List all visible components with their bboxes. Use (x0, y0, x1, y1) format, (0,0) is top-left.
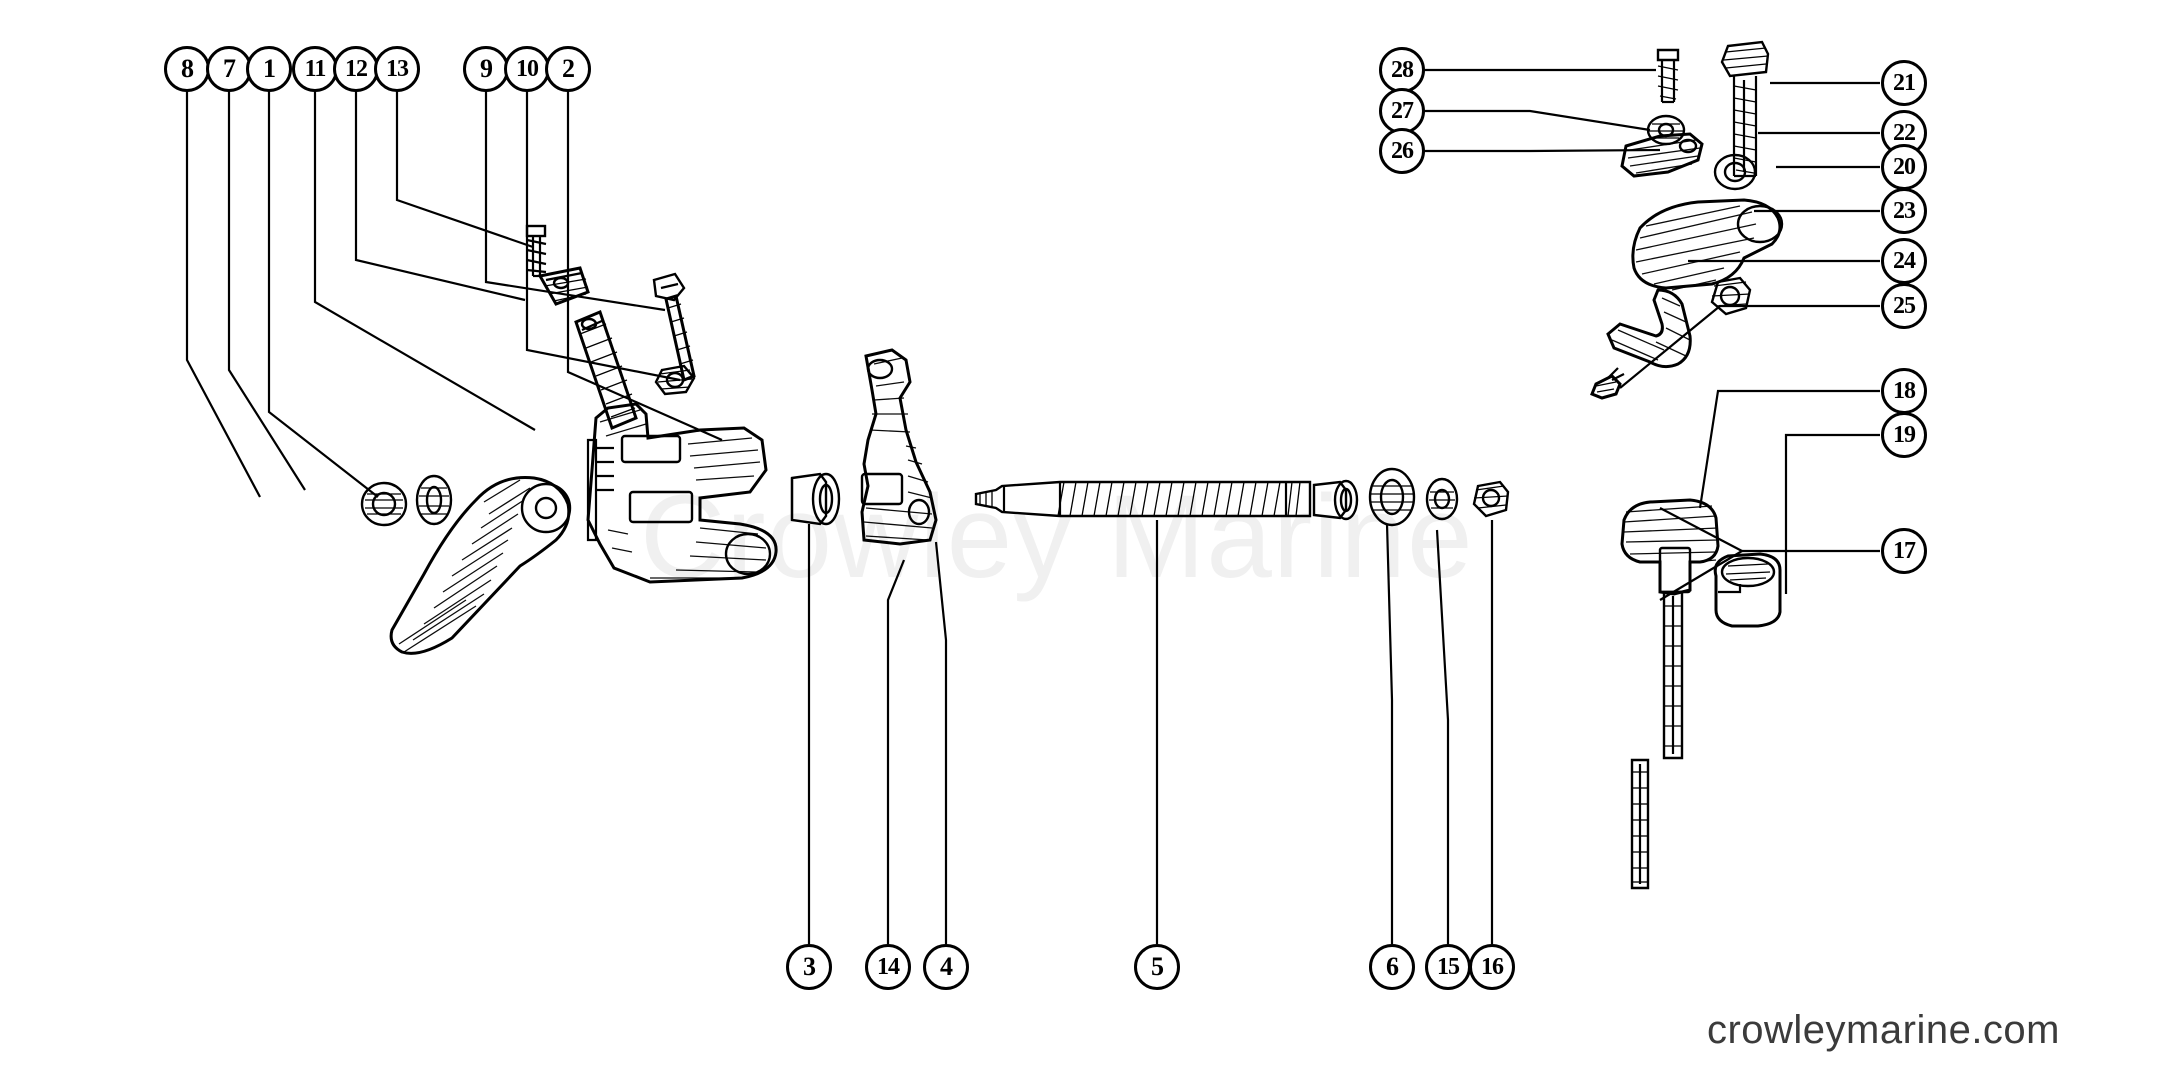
part-13-screw (525, 224, 547, 278)
part-24-retainer-bracket (1606, 288, 1692, 369)
leader-lines-right (1424, 68, 1880, 601)
callout-19[interactable]: 19 (1881, 412, 1927, 458)
callout-12[interactable]: 12 (333, 46, 379, 92)
part-6-bushing-small (1312, 479, 1359, 521)
part-22-o-ring (1713, 153, 1757, 191)
callout-13[interactable]: 13 (374, 46, 420, 92)
part-7-washer (415, 474, 453, 526)
part-26-small-clamp-lever (1620, 132, 1704, 178)
callout-23[interactable]: 23 (1881, 188, 1927, 234)
part-16-nut-small (1425, 477, 1459, 521)
callout-21[interactable]: 21 (1881, 60, 1927, 106)
part-20-steering-lever (1631, 198, 1784, 291)
callout-24[interactable]: 24 (1881, 238, 1927, 284)
callout-1[interactable]: 1 (246, 46, 292, 92)
callout-18[interactable]: 18 (1881, 368, 1927, 414)
callout-7[interactable]: 7 (206, 46, 252, 92)
part-17-steering-cable-rod (1630, 758, 1650, 890)
callout-25[interactable]: 25 (1881, 283, 1927, 329)
callout-11[interactable]: 11 (292, 46, 338, 92)
part-25-cotter-clip (1590, 367, 1625, 400)
callout-6[interactable]: 6 (1369, 944, 1415, 990)
part-19-grommet (1713, 552, 1782, 628)
callout-16[interactable]: 16 (1469, 944, 1515, 990)
callout-5[interactable]: 5 (1134, 944, 1180, 990)
part-10-nut (654, 364, 696, 396)
callout-14[interactable]: 14 (865, 944, 911, 990)
leader-lines-top-mid (484, 74, 723, 442)
site-url-text: crowleymarine.com (1706, 1008, 2060, 1052)
part-8-lock-nut (360, 481, 408, 527)
part-4-swivel-lever-arm (860, 348, 938, 546)
part-5-threaded-steering-rod (974, 480, 1312, 518)
callout-28[interactable]: 28 (1379, 47, 1425, 93)
callout-2[interactable]: 2 (545, 46, 591, 92)
part-15-washer-small (1368, 467, 1416, 527)
part-1-steering-arm (389, 475, 572, 655)
callout-4[interactable]: 4 (923, 944, 969, 990)
part-9-bolt (652, 272, 696, 383)
part-12-clamp-block (537, 266, 590, 306)
part-28-machine-screw (1656, 48, 1680, 104)
leader-lines-bottom (807, 520, 1494, 944)
callout-15[interactable]: 15 (1425, 944, 1471, 990)
part-27-flat-washer (1646, 114, 1686, 146)
callout-10[interactable]: 10 (504, 46, 550, 92)
callout-9[interactable]: 9 (463, 46, 509, 92)
callout-26[interactable]: 26 (1379, 128, 1425, 174)
part-3-bushing (790, 472, 841, 526)
leader-lines-top-left (185, 74, 536, 498)
callout-3[interactable]: 3 (786, 944, 832, 990)
callout-17[interactable]: 17 (1881, 528, 1927, 574)
part-2-steering-arm-bracket (586, 402, 778, 584)
callout-20[interactable]: 20 (1881, 144, 1927, 190)
callout-8[interactable]: 8 (164, 46, 210, 92)
part-11-link-rod (574, 309, 638, 431)
part-18-handle-knob-assembly (1620, 498, 1720, 760)
part-16b-nut (1472, 480, 1510, 518)
